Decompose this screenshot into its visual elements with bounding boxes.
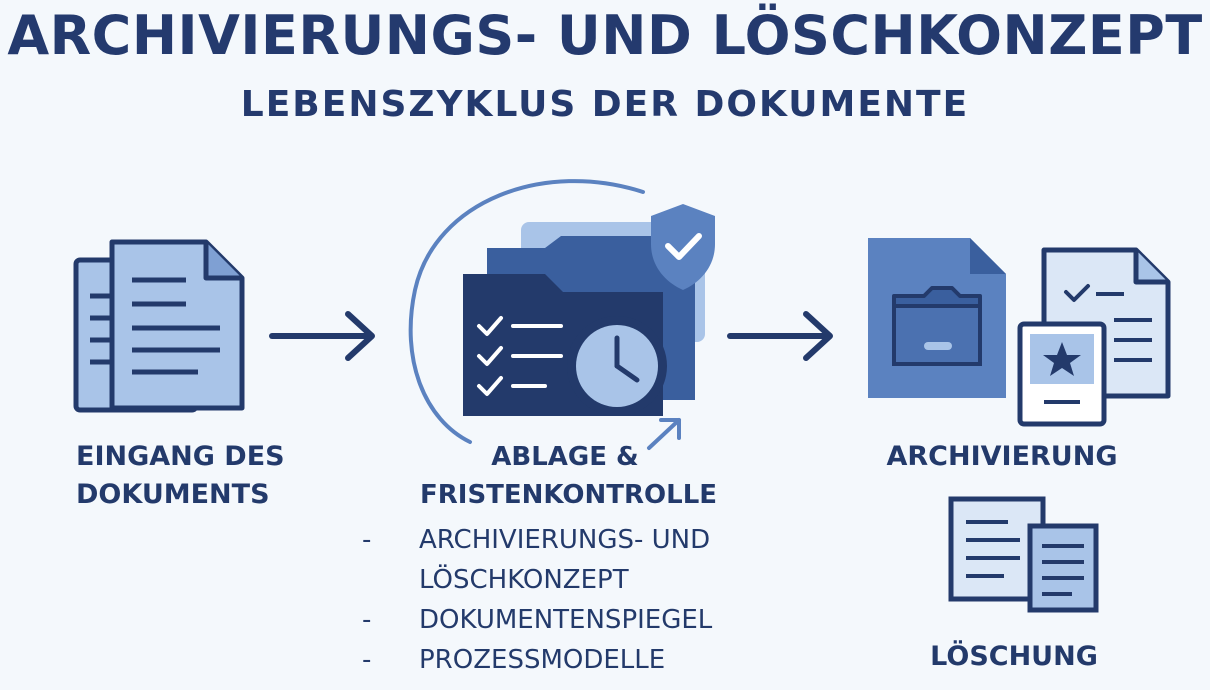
bullet-marker: - [362,525,372,555]
stage-filing-label-line1: ABLAGE & [491,442,639,472]
bullet-text-line1: ARCHIVIERUNGS- UND [419,525,711,555]
bullet-text-line1: PROZESSMODELLE [419,645,666,675]
stage-filing-label-line2: FRISTENKONTROLLE [420,480,718,510]
list-item: - PROZESSMODELLE [362,640,782,680]
document-stack-icon [73,239,245,413]
arrow-right-icon [727,311,833,361]
stage-intake-label: EINGANG DES DOKUMENTS [76,438,285,514]
filing-bullet-list: - ARCHIVIERUNGS- UND LÖSCHKONZEPT - DOKU… [362,520,782,680]
list-item: - ARCHIVIERUNGS- UND LÖSCHKONZEPT [362,520,782,600]
page-subtitle: LEBENSZYKLUS DER DOKUMENTE [240,84,970,125]
arrow-right-icon [269,311,375,361]
folder-checklist-clock-icon [408,179,715,450]
bullet-text-line2: LÖSCHKONZEPT [419,565,629,595]
stage-intake-label-line2: DOKUMENTS [76,479,270,510]
documents-icon [948,496,1099,613]
bullet-marker: - [362,605,372,635]
page-title: ARCHIVIERUNGS- UND LÖSCHKONZEPT [7,4,1203,67]
stage-deletion-label: LÖSCHUNG [930,641,1098,672]
archive-box-icon [868,238,1171,427]
bullet-marker: - [362,645,372,675]
bullet-text-line1: DOKUMENTENSPIEGEL [419,605,713,635]
stage-filing-label: ABLAGE & FRISTENKONTROLLE [420,438,718,514]
list-item: - DOKUMENTENSPIEGEL [362,600,782,640]
stage-archive-label: ARCHIVIERUNG [886,441,1118,472]
stage-intake-label-line1: EINGANG DES [76,441,285,472]
